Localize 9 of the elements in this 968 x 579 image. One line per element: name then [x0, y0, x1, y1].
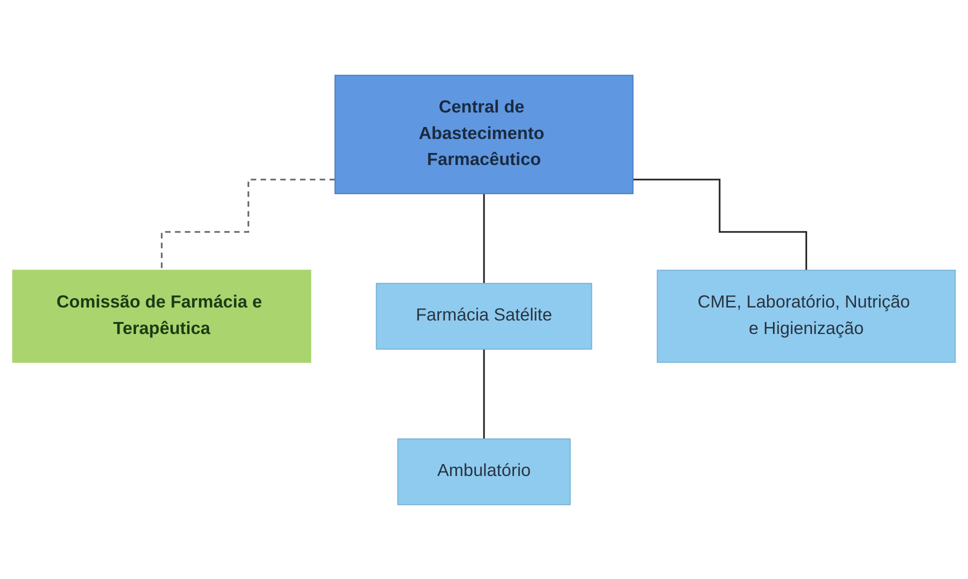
connector	[483, 348, 485, 440]
node-box: Central de Abastecimento Farmacêutico	[334, 74, 634, 194]
connector	[483, 192, 485, 284]
connector	[632, 178, 808, 271]
node-box: CME, Laboratório, Nutrição e Higienização	[656, 269, 956, 362]
node-box: Ambulatório	[397, 438, 571, 505]
connector	[160, 178, 336, 271]
node-box: Farmácia Satélite	[376, 282, 592, 350]
node-box: Comissão de Farmácia e Terapêutica	[12, 269, 312, 362]
